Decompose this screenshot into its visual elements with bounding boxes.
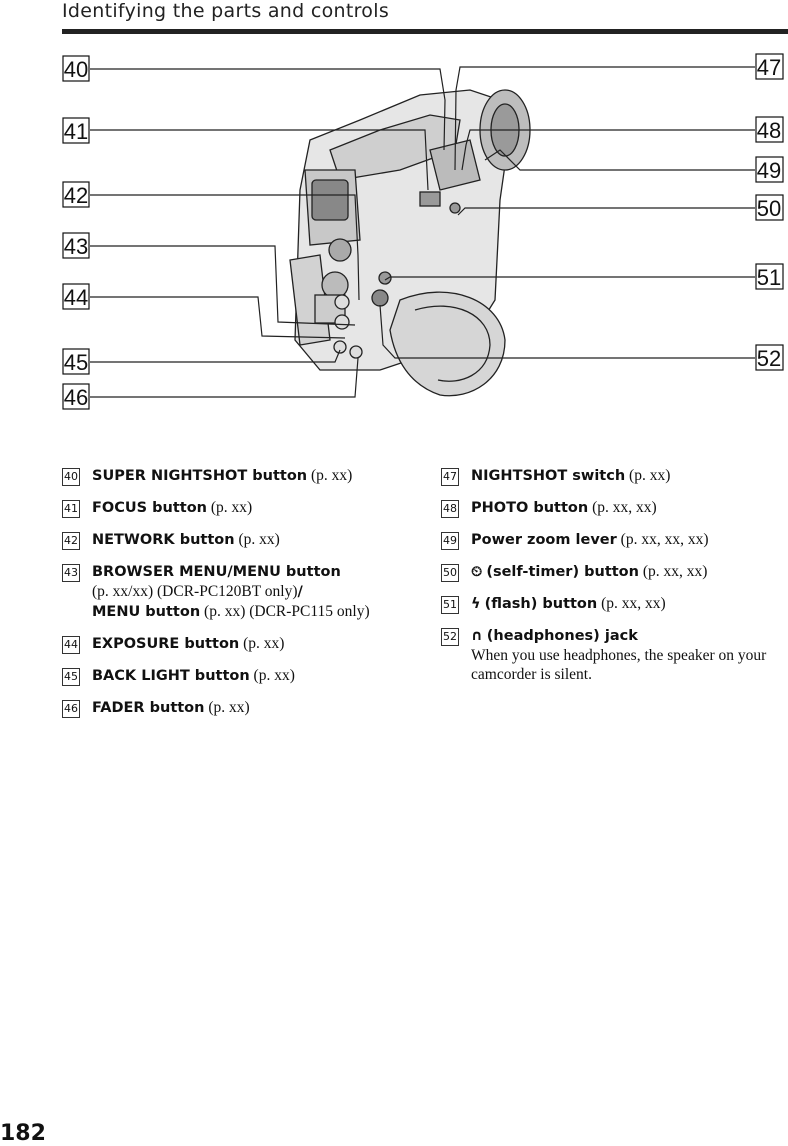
callout-45: 45 — [62, 348, 90, 375]
page-ref: (p. xx, xx) — [638, 563, 708, 580]
item-title: BROWSER MENU/MENU button — [92, 564, 341, 580]
callout-40: 40 — [62, 55, 90, 82]
page-number: 182 — [0, 1121, 46, 1146]
callout-41: 41 — [62, 117, 90, 144]
svg-text:45: 45 — [64, 350, 88, 375]
svg-text:43: 43 — [64, 234, 88, 259]
svg-text:51: 51 — [757, 265, 781, 290]
item-description: When you use headphones, the speaker on … — [471, 647, 767, 683]
svg-text:49: 49 — [757, 158, 781, 183]
flash-icon: ϟ — [471, 596, 481, 612]
svg-text:47: 47 — [757, 55, 781, 80]
callout-46: 46 — [62, 383, 90, 410]
page-ref: (p. xx/xx) (DCR-PC120BT only) — [92, 583, 298, 600]
camcorder-drawing — [289, 89, 531, 397]
item-title: (headphones) jack — [486, 628, 638, 644]
svg-text:44: 44 — [64, 285, 88, 310]
slash-separator: / — [297, 584, 303, 600]
item-title: FADER button — [92, 700, 205, 716]
item-title: BACK LIGHT button — [92, 668, 250, 684]
item-number: 45 — [62, 668, 80, 686]
item-title: (flash) button — [484, 596, 598, 612]
svg-text:50: 50 — [757, 196, 781, 221]
list-item: 47 NIGHTSHOT switch (p. xx) — [441, 466, 788, 486]
page-ref: (p. xx) — [207, 499, 253, 516]
item-number: 46 — [62, 700, 80, 718]
item-number: 43 — [62, 564, 80, 582]
page-ref: (p. xx) — [239, 635, 285, 652]
self-timer-icon: ⏲ — [471, 564, 483, 580]
item-title: FOCUS button — [92, 500, 207, 516]
item-title-alt: MENU button — [92, 604, 201, 620]
item-title: NETWORK button — [92, 532, 235, 548]
callout-51: 51 — [755, 263, 784, 290]
callout-44: 44 — [62, 283, 90, 310]
page-ref-alt: (p. xx) (DCR-PC115 only) — [200, 603, 370, 620]
item-number: 42 — [62, 532, 80, 550]
right-item-list: 47 NIGHTSHOT switch (p. xx) 48 PHOTO but… — [441, 466, 788, 696]
callout-48: 48 — [755, 116, 784, 143]
page-ref: (p. xx, xx) — [588, 499, 657, 516]
callout-42: 42 — [62, 181, 90, 208]
item-title: SUPER NIGHTSHOT button — [92, 468, 308, 484]
item-number: 49 — [441, 532, 459, 550]
list-item: 51 ϟ(flash) button (p. xx, xx) — [441, 594, 788, 614]
list-item: 40 SUPER NIGHTSHOT button (p. xx) — [62, 466, 422, 486]
svg-text:40: 40 — [64, 57, 88, 82]
list-item: 42 NETWORK button (p. xx) — [62, 530, 422, 550]
item-number: 40 — [62, 468, 80, 486]
list-item: 50 ⏲(self-timer) button (p. xx, xx) — [441, 562, 788, 582]
callout-50: 50 — [755, 194, 784, 221]
item-number: 44 — [62, 636, 80, 654]
list-item: 49 Power zoom lever (p. xx, xx, xx) — [441, 530, 788, 550]
item-title: Power zoom lever — [471, 532, 617, 548]
list-item: 52 ∩(headphones) jack When you use headp… — [441, 626, 788, 684]
item-number: 47 — [441, 468, 459, 486]
item-title: (self-timer) button — [486, 564, 639, 580]
left-item-list: 40 SUPER NIGHTSHOT button (p. xx) 41 FOC… — [62, 466, 422, 730]
item-number: 52 — [441, 628, 459, 646]
item-title: EXPOSURE button — [92, 636, 240, 652]
item-title: NIGHTSHOT switch — [471, 468, 626, 484]
list-item: 41 FOCUS button (p. xx) — [62, 498, 422, 518]
list-item: 46 FADER button (p. xx) — [62, 698, 422, 718]
callout-43: 43 — [62, 232, 90, 259]
page-header: Identifying the parts and controls — [62, 0, 390, 22]
camcorder-illustration: 40 41 42 43 44 45 46 47 48 49 50 51 52 — [62, 53, 784, 410]
page-ref: (p. xx) — [625, 467, 671, 484]
headphones-icon: ∩ — [471, 628, 483, 644]
item-number: 48 — [441, 500, 459, 518]
svg-text:46: 46 — [64, 385, 88, 410]
svg-text:48: 48 — [757, 118, 781, 143]
item-number: 41 — [62, 500, 80, 518]
callout-52: 52 — [755, 344, 784, 371]
item-title: PHOTO button — [471, 500, 589, 516]
list-item: 45 BACK LIGHT button (p. xx) — [62, 666, 422, 686]
list-item: 43 BROWSER MENU/MENU button (p. xx/xx) (… — [62, 562, 422, 622]
page-ref: (p. xx, xx, xx) — [616, 531, 709, 548]
item-number: 51 — [441, 596, 459, 614]
leader-lines — [90, 66, 755, 398]
list-item: 48 PHOTO button (p. xx, xx) — [441, 498, 788, 518]
svg-text:42: 42 — [64, 183, 88, 208]
list-item: 44 EXPOSURE button (p. xx) — [62, 634, 422, 654]
page-ref: (p. xx) — [307, 467, 353, 484]
page-ref: (p. xx) — [204, 699, 250, 716]
svg-text:41: 41 — [64, 119, 88, 144]
callout-47: 47 — [755, 53, 784, 80]
callout-49: 49 — [755, 156, 784, 183]
page-ref: (p. xx, xx) — [597, 595, 666, 612]
item-number: 50 — [441, 564, 459, 582]
page-ref: (p. xx) — [234, 531, 280, 548]
svg-text:52: 52 — [757, 346, 781, 371]
page-ref: (p. xx) — [249, 667, 295, 684]
header-rule — [62, 29, 788, 34]
